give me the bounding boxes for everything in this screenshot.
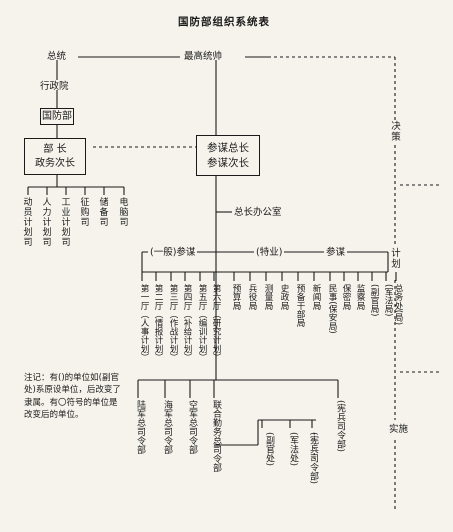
department-11: 预备干部局 bbox=[295, 284, 305, 327]
department-5: 第五厅（编训计划） bbox=[197, 284, 207, 362]
command-5: (宪兵司令部) bbox=[335, 400, 345, 453]
command-6: (军法处) bbox=[288, 432, 298, 467]
chief-line-1: 参谋总长 bbox=[207, 142, 249, 155]
department-6: 第六厅（研究计划） bbox=[211, 284, 221, 362]
command-7: (副官处) bbox=[264, 432, 274, 467]
department-7: 预算局 bbox=[231, 284, 241, 310]
minister-line-1: 部 长 bbox=[43, 144, 67, 155]
dept-mobilization-plan: 动 员 计 划 司 bbox=[23, 198, 33, 249]
dept-computer: 电 脑 司 bbox=[119, 198, 129, 229]
supreme-command-label: 最高统帅 bbox=[184, 51, 223, 62]
department-15: 监察局 bbox=[355, 284, 365, 310]
department-3: 第三厅（作战计划） bbox=[168, 284, 178, 362]
dept-industry-plan: 工 业 计 划 司 bbox=[61, 198, 71, 249]
department-16: (副官局) bbox=[369, 284, 379, 317]
side-label-plan: 计划 bbox=[391, 248, 401, 270]
command-8: (宪兵司令部) bbox=[308, 432, 318, 485]
ministry-box: 国防部 bbox=[40, 108, 74, 125]
department-4: 第四厅（补给计划） bbox=[182, 284, 192, 362]
side-label-execute: 实施 bbox=[389, 424, 409, 435]
ellipsis-dots: ：：： bbox=[312, 432, 322, 463]
dept-manpower-plan: 人 力 计 划 司 bbox=[42, 198, 52, 249]
department-14: 保密局 bbox=[341, 284, 351, 310]
department-1: 第一厅（人事计划） bbox=[139, 284, 149, 362]
dept-reserve: 储 备 司 bbox=[99, 198, 109, 229]
minister-line-2: 政务次长 bbox=[35, 157, 75, 169]
command-3: 空军总司令部 bbox=[187, 400, 197, 454]
department-8: 兵役局 bbox=[247, 284, 257, 310]
command-2: 海军总司令部 bbox=[162, 400, 172, 454]
department-10: 史政局 bbox=[279, 284, 289, 310]
department-13: 民事(保安局) bbox=[327, 284, 337, 334]
general-staff-label: (一般)参谋 bbox=[148, 247, 198, 258]
side-label-decision: 决策 bbox=[391, 121, 401, 143]
chief-line-2: 参谋次长 bbox=[207, 156, 249, 169]
chief-office-label: 总长办公室 bbox=[234, 207, 282, 218]
president-label: 总统 bbox=[47, 51, 67, 62]
department-9: 测量局 bbox=[263, 284, 273, 310]
department-2: 第二厅（情报计划） bbox=[153, 284, 163, 362]
page-title: 国防部组织系统表 bbox=[178, 16, 270, 28]
department-12: 新闻局 bbox=[311, 284, 321, 310]
department-18: 总务处(局) bbox=[393, 284, 403, 326]
minister-box: 部 长 政务次长 bbox=[24, 138, 86, 175]
dept-procurement: 征 购 司 bbox=[80, 198, 90, 229]
staff-label: 参谋 bbox=[324, 247, 348, 258]
command-4: 联合勤务总司令部 bbox=[211, 400, 221, 472]
ministry-name: 国防部 bbox=[42, 110, 72, 122]
executive-yuan-label: 行政院 bbox=[40, 81, 69, 92]
legend-note: 注记：有()的单位如(副官处)系原设单位，后改变了隶属。有〇符号的单位是改变后的… bbox=[24, 373, 121, 420]
command-1: 陆军总司令部 bbox=[135, 400, 145, 454]
chief-of-staff-box: 参谋总长 参谋次长 bbox=[196, 135, 260, 176]
special-staff-label: (特业) bbox=[254, 247, 285, 258]
department-17: (军法局) bbox=[383, 284, 393, 317]
